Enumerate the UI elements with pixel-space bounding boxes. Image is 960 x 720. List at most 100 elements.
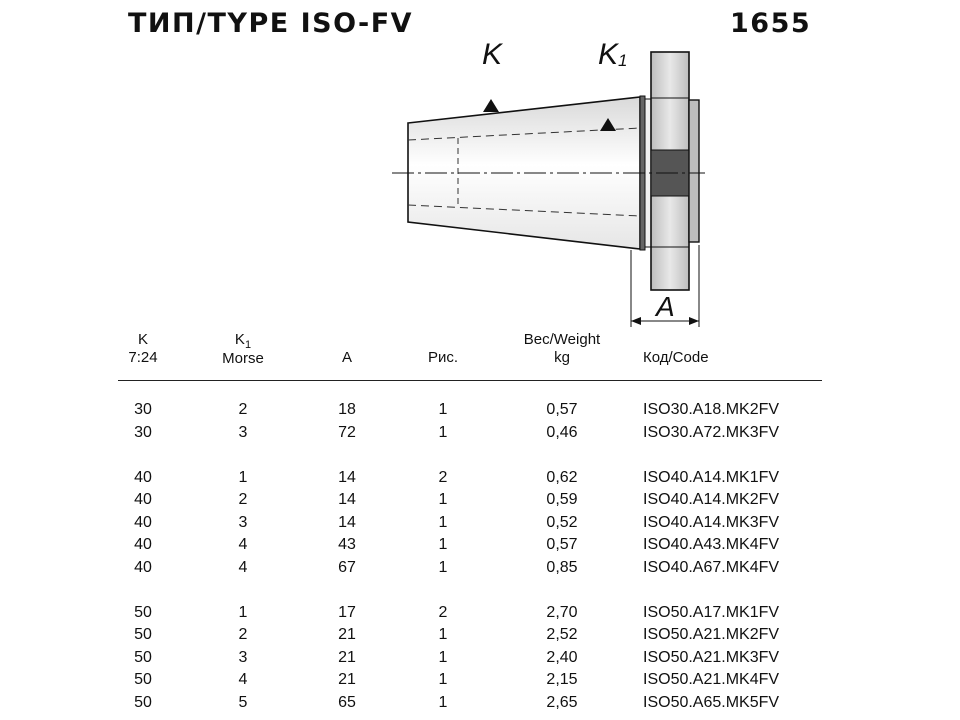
cell-k: 40 — [134, 513, 152, 531]
cell-code: ISO30.A72.MK3FV — [643, 423, 780, 441]
cell-code: ISO50.A21.MK3FV — [643, 648, 780, 666]
cell-code: ISO40.A14.MK1FV — [643, 468, 780, 486]
cell-fig: 1 — [438, 491, 448, 508]
cell-weight: 2,52 — [546, 626, 578, 643]
table-row: 30 2 18 1 0,57 ISO30.A18.MK2FV — [0, 399, 960, 421]
cell-weight: 0,46 — [546, 423, 578, 441]
cell-a: 14 — [338, 491, 356, 508]
cell-k1: 3 — [238, 648, 248, 666]
cell-weight: 2,15 — [546, 671, 578, 688]
label-k: K — [482, 38, 504, 71]
cell-weight: 0,57 — [546, 401, 578, 418]
col-a-header: A — [341, 349, 352, 366]
table-row: 30 3 72 1 0,46 ISO30.A72.MK3FV — [0, 422, 960, 444]
cell-a: 21 — [338, 626, 356, 643]
col-code-header: Код/Code — [643, 349, 709, 366]
table-row: 50 1 17 2 2,70 ISO50.A17.MK1FV — [0, 602, 960, 624]
cell-fig: 1 — [438, 401, 448, 418]
table-row: 50 2 21 1 2,52 ISO50.A21.MK2FV — [0, 624, 960, 646]
table-row: 40 2 14 1 0,59 ISO40.A14.MK2FV — [0, 489, 960, 511]
cell-fig: 1 — [438, 558, 448, 576]
col-fig-header: Рис. — [427, 349, 459, 366]
cell-code: ISO50.A17.MK1FV — [643, 603, 780, 621]
cell-weight: 0,57 — [546, 536, 578, 553]
cell-k1: 5 — [238, 693, 248, 711]
technical-drawing: K K1 A — [392, 38, 705, 327]
cell-code: ISO50.A21.MK4FV — [643, 671, 780, 688]
cell-k1: 4 — [238, 536, 248, 553]
cell-k1: 2 — [238, 401, 248, 418]
cell-k1: 2 — [238, 626, 248, 643]
table-row: 40 1 14 2 0,62 ISO40.A14.MK1FV — [0, 467, 960, 489]
cell-a: 43 — [338, 536, 356, 553]
cell-code: ISO50.A21.MK2FV — [643, 626, 780, 643]
cell-code: ISO40.A14.MK3FV — [643, 513, 780, 531]
cell-weight: 0,62 — [546, 468, 578, 486]
cell-k: 50 — [134, 603, 152, 621]
rear-plate — [688, 99, 700, 243]
cell-a: 21 — [338, 671, 356, 688]
cell-k: 40 — [134, 536, 152, 553]
cell-k: 50 — [134, 671, 152, 688]
cell-code: ISO50.A65.MK5FV — [643, 693, 780, 711]
cell-fig: 1 — [438, 671, 448, 688]
k1-marker — [600, 118, 616, 131]
cell-weight: 2,40 — [546, 648, 578, 666]
cell-a: 21 — [338, 648, 356, 666]
cell-fig: 2 — [438, 468, 448, 486]
cell-a: 65 — [338, 693, 356, 711]
label-k1: K1 — [598, 38, 627, 71]
col-weight-header: Вес/Weight kg — [523, 331, 601, 366]
col-k-header: K 7:24 — [128, 331, 158, 366]
cell-fig: 1 — [438, 536, 448, 553]
cell-fig: 1 — [438, 626, 448, 643]
table-row: 50 3 21 1 2,40 ISO50.A21.MK3FV — [0, 647, 960, 669]
cell-weight: 0,85 — [546, 558, 578, 576]
cell-k: 40 — [134, 468, 152, 486]
page-title: ТИП/TYPE ISO-FV — [128, 8, 414, 39]
cell-code: ISO40.A43.MK4FV — [643, 536, 780, 553]
cell-fig: 1 — [438, 423, 448, 441]
cell-fig: 2 — [438, 603, 448, 621]
cell-weight: 2,70 — [546, 603, 578, 621]
cell-k1: 4 — [238, 558, 248, 576]
cell-fig: 1 — [438, 513, 448, 531]
cell-a: 67 — [338, 558, 356, 576]
cell-fig: 1 — [438, 648, 448, 666]
cell-k1: 2 — [238, 491, 248, 508]
cell-k: 50 — [134, 626, 152, 643]
cell-a: 72 — [338, 423, 356, 441]
cell-weight: 0,52 — [546, 513, 578, 531]
cell-k1: 3 — [238, 423, 248, 441]
cell-k: 30 — [134, 423, 152, 441]
cell-weight: 0,59 — [546, 491, 578, 508]
cell-a: 14 — [338, 513, 356, 531]
k-marker — [483, 99, 499, 112]
cell-k1: 1 — [238, 468, 248, 486]
cell-weight: 2,65 — [546, 693, 578, 711]
cell-k: 40 — [134, 558, 152, 576]
header-divider — [118, 380, 822, 381]
catalog-number: 1655 — [730, 8, 812, 39]
table-row: 50 5 65 1 2,65 ISO50.A65.MK5FV — [0, 692, 960, 714]
col-k1-header: K1 Morse — [222, 331, 264, 367]
table-row: 40 3 14 1 0,52 ISO40.A14.MK3FV — [0, 512, 960, 534]
table-row: 50 4 21 1 2,15 ISO50.A21.MK4FV — [0, 669, 960, 691]
cell-fig: 1 — [438, 693, 448, 711]
cell-a: 17 — [338, 603, 356, 621]
table-row: 40 4 67 1 0,85 ISO40.A67.MK4FV — [0, 557, 960, 579]
cell-k1: 4 — [238, 671, 248, 688]
cell-a: 18 — [338, 401, 356, 418]
cell-k1: 3 — [238, 513, 248, 531]
label-a: A — [654, 291, 675, 322]
cell-code: ISO40.A67.MK4FV — [643, 558, 780, 576]
cell-k: 40 — [134, 491, 152, 508]
table-row: 40 4 43 1 0,57 ISO40.A43.MK4FV — [0, 534, 960, 556]
cell-k: 30 — [134, 401, 152, 418]
cell-k: 50 — [134, 693, 152, 711]
cell-k1: 1 — [238, 603, 248, 621]
cell-k: 50 — [134, 648, 152, 666]
cell-a: 14 — [338, 468, 356, 486]
cell-code: ISO40.A14.MK2FV — [643, 491, 780, 508]
cell-code: ISO30.A18.MK2FV — [643, 401, 780, 418]
